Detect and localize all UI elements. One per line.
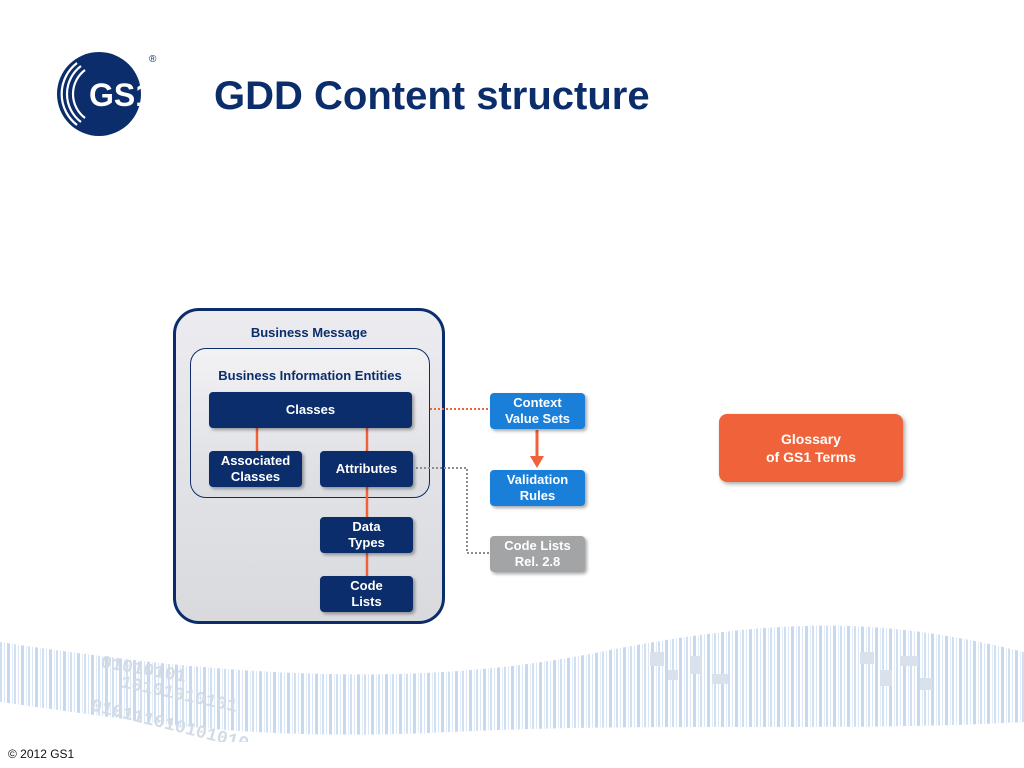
data-types-node: Data Types: [320, 517, 413, 553]
code-lists-node: Code Lists: [320, 576, 413, 612]
registered-mark: ®: [149, 54, 157, 65]
binary-barcode-banner-icon: 01010101 10101010101 010111010101010: [0, 625, 1024, 742]
validation-rules-node: Validation Rules: [490, 470, 585, 506]
business-information-entities-label: Business Information Entities: [218, 368, 402, 383]
context-value-sets-node: Context Value Sets: [490, 393, 585, 429]
business-message-label: Business Message: [250, 325, 368, 340]
code-lists-release-node: Code Lists Rel. 2.8: [490, 536, 585, 572]
logo-text: GS1: [89, 77, 153, 113]
page-title: GDD Content structure: [214, 74, 650, 118]
gs1-logo: GS1 ®: [57, 52, 157, 136]
arrow-down-icon: [530, 456, 544, 468]
copyright-text: © 2012 GS1: [8, 747, 75, 761]
attributes-node: Attributes: [320, 451, 413, 487]
associated-classes-node: Associated Classes: [209, 451, 302, 487]
glossary-node: Glossary of GS1 Terms: [719, 414, 903, 482]
classes-node: Classes: [209, 392, 412, 428]
